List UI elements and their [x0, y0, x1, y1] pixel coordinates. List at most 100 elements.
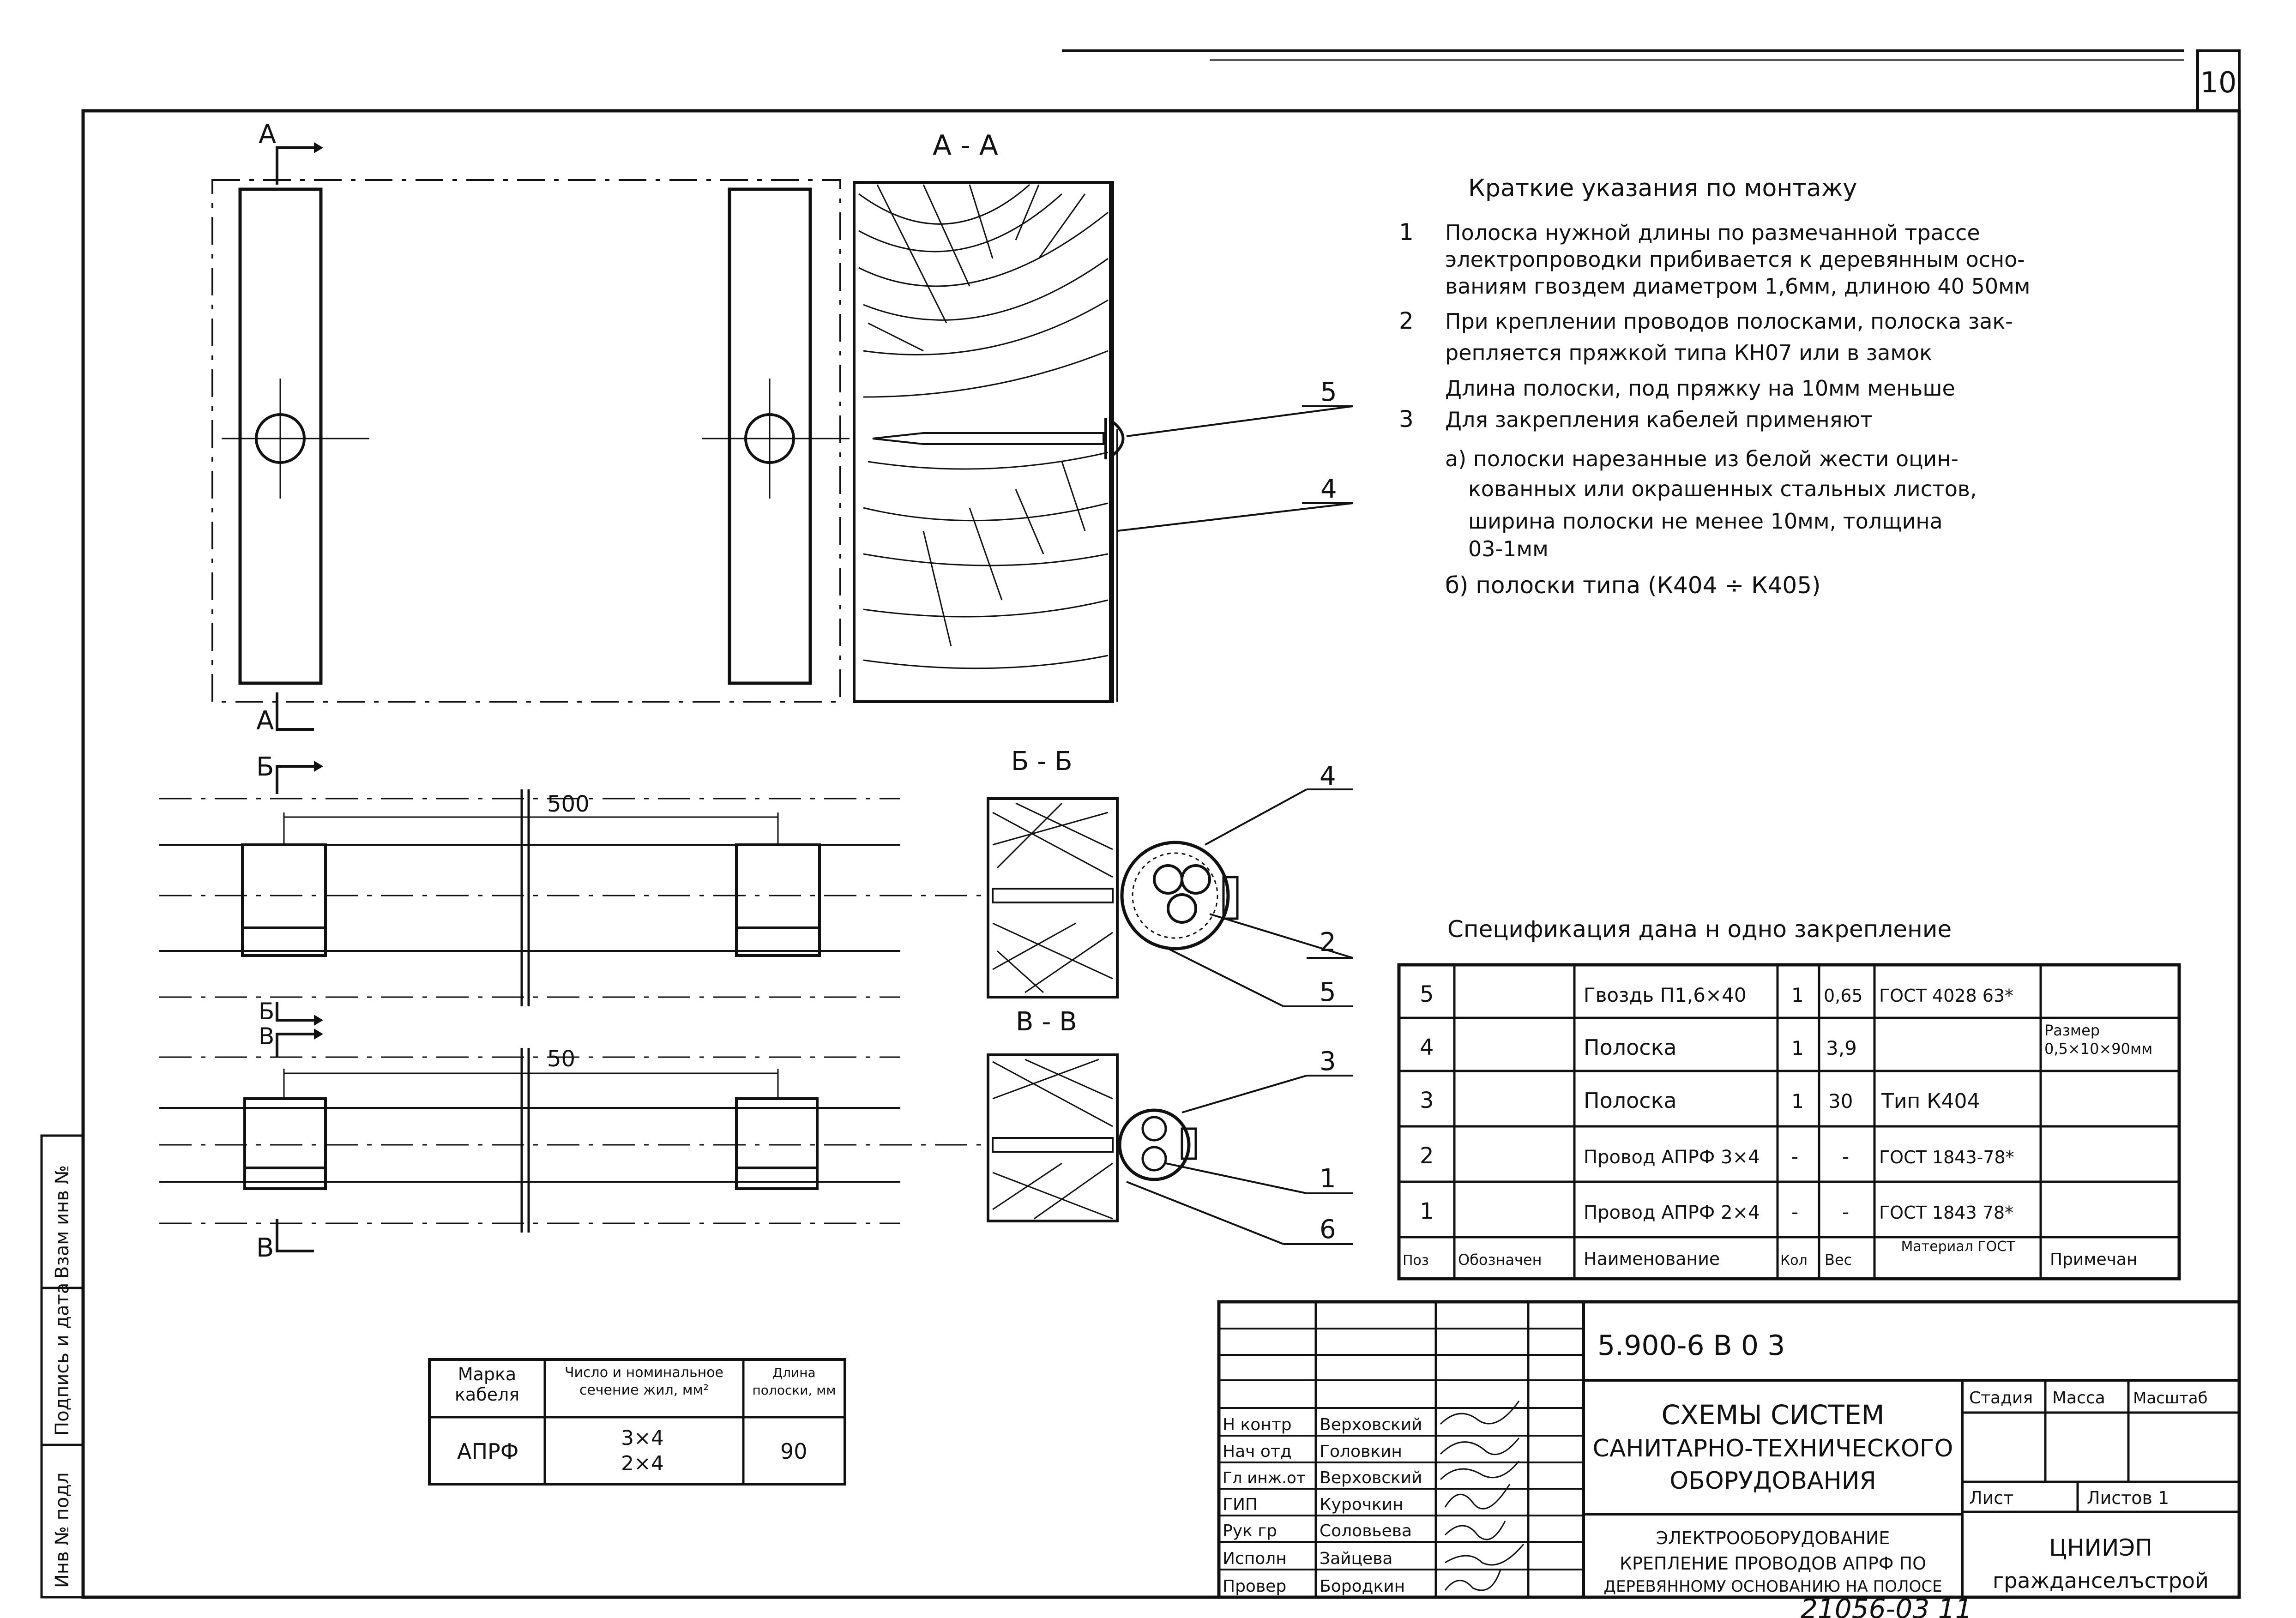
callout-bb-5: 5	[1320, 977, 1336, 1007]
spec-r2-pos: 4	[1420, 1035, 1434, 1060]
section-aa: А - А	[853, 129, 1125, 703]
spec-h-material: Материал ГОСТ	[1901, 1239, 2015, 1255]
spec-r5-gost: ГОСТ 1843 78*	[1879, 1203, 2013, 1223]
signer-role-7: Провер	[1223, 1577, 1286, 1596]
org-line-2: гражданселъстрой	[1993, 1568, 2209, 1593]
signer-role-4: ГИП	[1223, 1495, 1258, 1514]
notes-line-3: ваниям гвоздем диаметром 1,6мм, длиною 4…	[1445, 274, 2031, 299]
doc-code: 5.900-6 В 0 3	[1597, 1329, 1785, 1362]
notes-num-3: 3	[1399, 406, 1414, 433]
mass-label: Масса	[2052, 1389, 2105, 1407]
stamp-inv-label: Инв № подл	[52, 1472, 73, 1588]
spec-r4-gost: ГОСТ 1843-78*	[1879, 1147, 2014, 1167]
notes-line-2: электропроводки прибивается к деревянным…	[1445, 247, 2025, 272]
cable-table: Марка кабеля Число и номинальное сечение…	[428, 1358, 846, 1486]
spec-r3-qty: 1	[1791, 1090, 1804, 1113]
spec-r2-note: Размер 0,5×10×90мм	[2044, 1022, 2153, 1058]
notes-line-12: б) полоски типа (К404 ÷ К405)	[1445, 572, 1821, 599]
stamp-sign-label: Подпись и дата	[52, 1283, 73, 1436]
spec-r2-weight: 3,9	[1826, 1037, 1857, 1059]
spec-r3-name: Полоска	[1584, 1088, 1677, 1113]
section-bb: Б - Б 4 2 5	[987, 746, 1353, 1007]
spec-r5-name: Провод АПРФ 2×4	[1584, 1202, 1760, 1223]
spec-r1-qty: 1	[1791, 984, 1804, 1006]
spec-r3-weight: 30	[1828, 1090, 1853, 1113]
notes-num-2: 2	[1399, 307, 1414, 334]
scale-label: Масштаб	[2133, 1389, 2208, 1407]
side-view-b: 500 Б Б	[159, 752, 988, 1026]
signer-role-3: Гл инж.от	[1223, 1469, 1306, 1487]
section-b-marker-bottom: Б	[259, 998, 274, 1025]
section-aa-title: А - А	[933, 129, 998, 162]
cable-h-section: Число и номинальное сечение жил, мм²	[564, 1365, 724, 1398]
spec-h-qty: Кол	[1780, 1252, 1808, 1269]
org-line-1: ЦНИИЭП	[2049, 1534, 2152, 1561]
callout-aa-5: 5	[1320, 377, 1337, 407]
side-view-v: В 50 В	[159, 1023, 988, 1263]
spec-r5-pos: 1	[1420, 1198, 1434, 1224]
notes-line-11: 03-1мм	[1468, 536, 1549, 561]
title-block: Н контр Верховский Нач отд Головкин Гл и…	[1217, 1300, 2241, 1599]
callout-bb-4: 4	[1320, 761, 1336, 791]
subtitle-line-1: ЭЛЕКТРООБОРУДОВАНИЕ	[1656, 1528, 1890, 1548]
notes-line-7: Для закрепления кабелей применяют	[1445, 407, 1873, 432]
notes-line-10: ширина полоски не менее 10мм, толщина	[1468, 509, 1943, 534]
section-v-marker-bottom: В	[256, 1233, 274, 1263]
section-vv-title: В - В	[1016, 1007, 1077, 1037]
signer-name-5: Соловьева	[1320, 1522, 1412, 1540]
stamp-replace-label: Взам инв №	[52, 1165, 73, 1279]
section-bb-title: Б - Б	[1011, 746, 1073, 776]
callout-vv-6: 6	[1320, 1215, 1336, 1245]
spec-r1-pos: 5	[1420, 981, 1434, 1007]
cable-mark: АПРФ	[457, 1439, 518, 1464]
spec-h-designation: Обозначен	[1458, 1251, 1542, 1269]
notes-line-8: а) полоски нарезанные из белой жести оци…	[1445, 446, 1959, 471]
notes-line-1: Полоска нужной длины по размечанной трас…	[1445, 220, 1980, 245]
cable-section-2: 2×4	[621, 1452, 664, 1475]
spec-r2-qty: 1	[1791, 1037, 1804, 1059]
spec-r4-pos: 2	[1420, 1143, 1434, 1169]
spec-r5-qty: -	[1791, 1201, 1798, 1223]
callout-vv-1: 1	[1320, 1164, 1336, 1194]
title-line-1: СХЕМЫ СИСТЕМ	[1661, 1399, 1884, 1431]
spec-r4-name: Провод АПРФ 3×4	[1584, 1147, 1760, 1168]
notes-line-5: репляется пряжкой типа КН07 или в замок	[1445, 340, 1932, 365]
spec-r5-weight: -	[1842, 1201, 1849, 1223]
signer-role-5: Рук гр	[1223, 1522, 1277, 1540]
spec-h-pos: Поз	[1403, 1252, 1429, 1269]
spec-r2-name: Полоска	[1584, 1035, 1677, 1060]
spec-h-name: Наименование	[1584, 1249, 1720, 1269]
signer-name-3: Верховский	[1320, 1468, 1422, 1487]
spec-r3-gost: Тип К404	[1881, 1089, 1980, 1113]
title-line-3: ОБОРУДОВАНИЯ	[1669, 1467, 1876, 1495]
callouts-aa: 5 4	[1117, 377, 1353, 532]
signer-role-2: Нач отд	[1223, 1442, 1292, 1461]
sheets-label: Листов 1	[2087, 1488, 2169, 1508]
signer-name-1: Верховский	[1320, 1415, 1422, 1434]
callout-aa-4: 4	[1320, 474, 1337, 504]
stage-label: Стадия	[1969, 1389, 2033, 1407]
sheet-frame: 10	[81, 49, 2241, 1599]
spec-title: Спецификация дана н одно закрепление	[1447, 916, 1952, 943]
subtitle-line-3: ДЕРЕВЯННОМУ ОСНОВАНИЮ НА ПОЛОСЕ	[1603, 1577, 1942, 1596]
spec-r1-name: Гвоздь П1,6×40	[1584, 984, 1747, 1006]
signer-name-2: Головкин	[1320, 1442, 1402, 1461]
sheet-label: Лист	[1969, 1488, 2013, 1508]
notes-num-1: 1	[1399, 219, 1414, 246]
section-a-marker-bottom: A	[256, 706, 274, 736]
cable-section-1: 3×4	[621, 1426, 664, 1450]
side-stamp: Инв № подл Подпись и дата Взам инв №	[40, 1134, 84, 1599]
signer-name-6: Зайцева	[1320, 1549, 1392, 1568]
section-a-marker-top: A	[259, 120, 276, 150]
notes-line-6: Длина полоски, под пряжку на 10мм меньше	[1445, 376, 1955, 401]
notes-line-9: кованных или окрашенных стальных листов,	[1468, 476, 1977, 501]
spec-r1-gost: ГОСТ 4028 63*	[1879, 986, 2013, 1006]
cable-h-mark: Марка кабеля	[454, 1364, 520, 1405]
specification-table: Спецификация дана н одно закрепление 5 Г…	[1397, 916, 2181, 1281]
signer-role-6: Исполн	[1223, 1549, 1287, 1568]
sheet-number: 10	[2200, 66, 2237, 99]
dim-50: 50	[547, 1046, 575, 1072]
notes-line-4: При креплении проводов полосками, полоск…	[1445, 309, 2013, 334]
section-vv: В - В 3 1 6	[987, 1007, 1353, 1245]
